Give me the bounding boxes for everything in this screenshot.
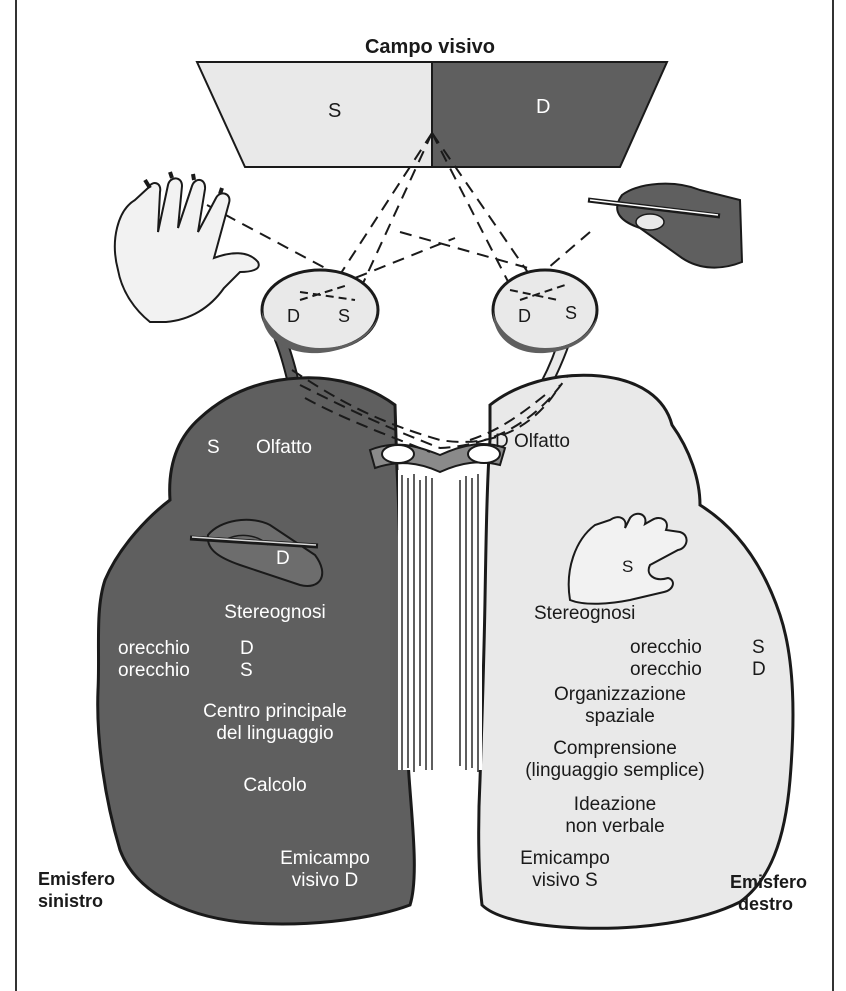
right-ear2: orecchio xyxy=(630,659,702,680)
right-ear1-side: S xyxy=(752,637,765,658)
right-eye-label-s: S xyxy=(565,303,578,323)
left-hand-drawing xyxy=(113,171,260,323)
left-hemisphere-name-line1: Emisfero xyxy=(38,869,116,889)
left-hemisphere-hand-pencil xyxy=(189,518,324,587)
right-hand-label: S xyxy=(622,557,634,576)
left-ear2-side: S xyxy=(240,660,253,681)
visual-field-right-label: D xyxy=(536,96,551,118)
left-eye-label-s: S xyxy=(338,306,351,326)
right-visual-line2: visivo S xyxy=(532,870,598,891)
right-ear2-side: D xyxy=(752,659,766,680)
right-eye xyxy=(491,268,599,354)
left-ear2: orecchio xyxy=(118,660,190,681)
left-language-line1: Centro principale xyxy=(203,701,347,722)
right-comprehension-line1: Comprensione xyxy=(553,738,677,759)
right-ideation-line2: non verbale xyxy=(565,816,665,837)
right-ideation-line1: Ideazione xyxy=(573,794,657,815)
left-eye xyxy=(260,268,380,354)
left-hemisphere-name-line2: sinistro xyxy=(38,891,104,911)
right-comprehension-line2: (linguaggio semplice) xyxy=(525,760,705,781)
left-calculation: Calcolo xyxy=(243,775,307,796)
right-hemisphere-name-line2: destro xyxy=(738,894,794,914)
left-ear1: orecchio xyxy=(118,638,190,659)
right-spatial-line1: Organizzazione xyxy=(553,684,687,705)
left-olfaction-side: S xyxy=(207,437,220,458)
visual-field-left-label: S xyxy=(328,100,342,122)
olfactory-crossing xyxy=(368,443,507,474)
right-hemisphere-name-line1: Emisfero xyxy=(730,872,808,892)
visual-field-left xyxy=(195,61,433,168)
visual-field-right xyxy=(431,61,669,168)
right-olfaction-label: D Olfatto xyxy=(495,431,570,452)
right-hemisphere-hand xyxy=(567,512,688,605)
right-eye-label-d: D xyxy=(518,306,531,326)
left-eye-label-d: D xyxy=(287,306,300,326)
left-hand-label: D xyxy=(276,548,290,569)
left-visual-line1: Emicampo xyxy=(280,848,370,869)
left-olfaction-label: Olfatto xyxy=(256,437,312,458)
left-language-line2: del linguaggio xyxy=(216,723,334,744)
right-hemisphere-shape xyxy=(477,373,795,930)
right-spatial-line2: spaziale xyxy=(585,706,655,727)
right-ear1: orecchio xyxy=(630,637,702,658)
left-stereognosis: Stereognosi xyxy=(224,602,326,623)
right-stereognosis: Stereognosi xyxy=(534,603,636,624)
left-ear1-side: D xyxy=(240,638,254,659)
corpus-callosum xyxy=(398,470,482,772)
left-visual-line2: visivo D xyxy=(291,870,359,891)
right-hand-pencil-drawing xyxy=(587,182,744,269)
optic-tracts xyxy=(291,369,569,453)
visual-field-title: Campo visivo xyxy=(364,36,496,58)
right-visual-line1: Emicampo xyxy=(520,848,610,869)
